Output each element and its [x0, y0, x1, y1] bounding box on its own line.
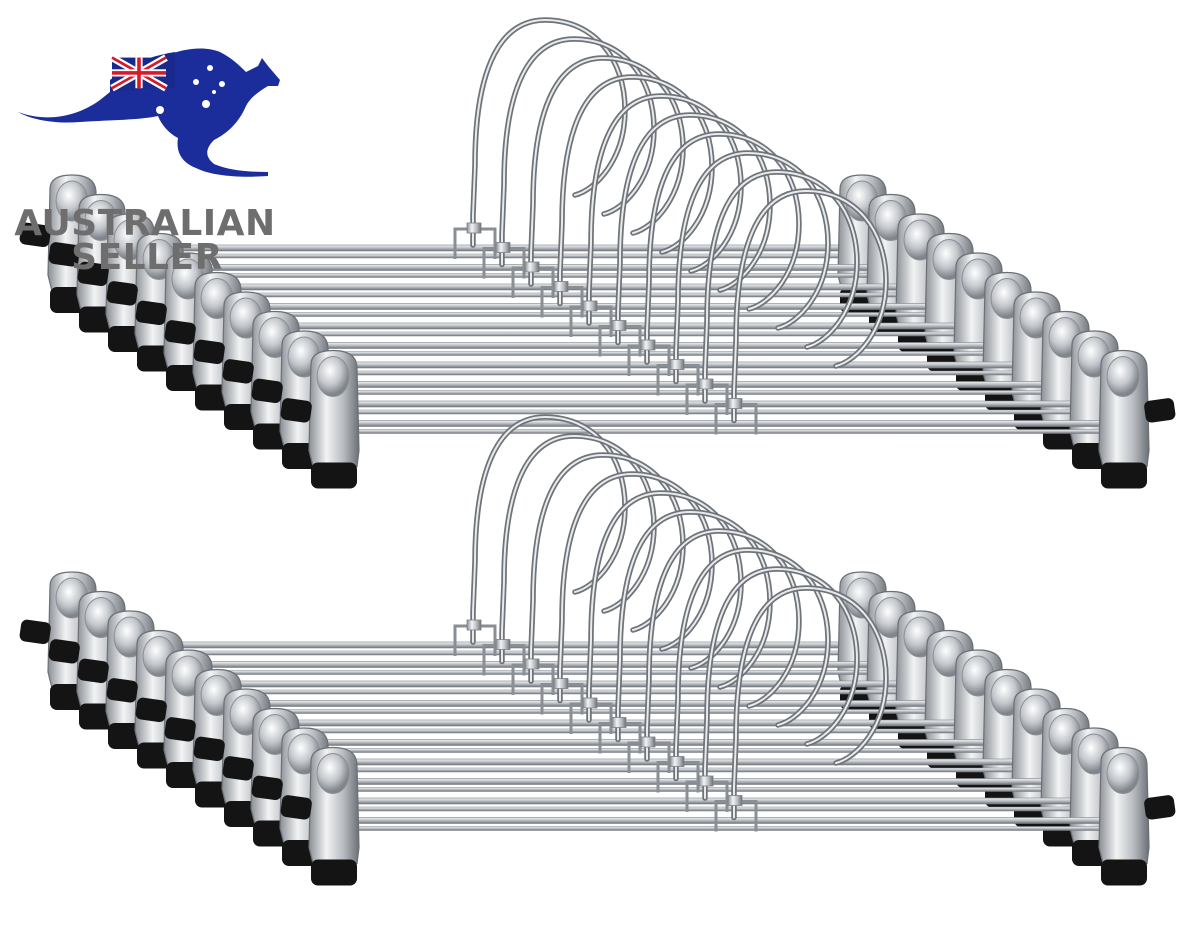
clip — [280, 349, 360, 489]
seller-badge-line1: AUSTRALIAN — [14, 203, 276, 244]
kangaroo-icon — [18, 48, 280, 177]
clip — [1098, 746, 1176, 886]
seller-badge-line2: SELLER — [71, 237, 223, 278]
australian-flag-icon — [110, 52, 225, 114]
clip-hanger — [280, 585, 1176, 886]
kangaroo-flag-icon — [18, 48, 280, 177]
hangers — [19, 17, 1176, 886]
clip-hanger — [280, 188, 1176, 489]
clip — [1098, 349, 1176, 489]
clip — [280, 746, 360, 886]
